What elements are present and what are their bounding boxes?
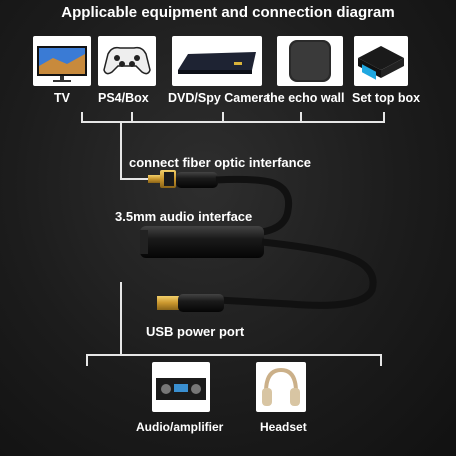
top-bracket-mid-tick-3 (300, 112, 302, 123)
device-label-echo-wall: the echo wall (266, 91, 345, 105)
top-bracket-mid-tick-1 (131, 112, 133, 123)
amplifier-icon (152, 362, 210, 412)
top-bracket-line (81, 121, 385, 123)
usb-power-label: USB power port (146, 324, 245, 339)
top-bracket-mid-tick-2 (222, 112, 224, 123)
bottom-bracket-line (86, 354, 382, 356)
set-top-box-icon (354, 36, 408, 86)
output-label-amplifier: Audio/amplifier (136, 420, 224, 434)
speaker-icon (277, 36, 343, 86)
bottom-bracket-right-tick (380, 354, 382, 366)
device-label-dvd: DVD/Spy Camera (168, 91, 271, 105)
top-bracket-right-tick (383, 112, 385, 123)
fiber-optic-label: connect fiber optic interfance (129, 155, 312, 170)
output-label-headset: Headset (260, 420, 307, 434)
bottom-bracket-left-tick (86, 354, 88, 366)
audio-interface-label: 3.5mm audio interface (115, 209, 253, 224)
headphones-icon (256, 362, 306, 412)
top-bracket-left-tick (81, 112, 83, 123)
bottom-drop-line (120, 282, 122, 356)
top-drop-arrow-line (120, 178, 156, 180)
device-label-ps4: PS4/Box (98, 91, 149, 105)
gamepad-icon (98, 36, 156, 86)
device-label-tv: TV (54, 91, 70, 105)
device-label-set-top-box: Set top box (352, 91, 421, 105)
diagram-title: Applicable equipment and connection diag… (61, 4, 395, 21)
dvd-player-icon (172, 36, 262, 86)
tv-icon (33, 36, 91, 86)
top-drop-line (120, 121, 122, 179)
